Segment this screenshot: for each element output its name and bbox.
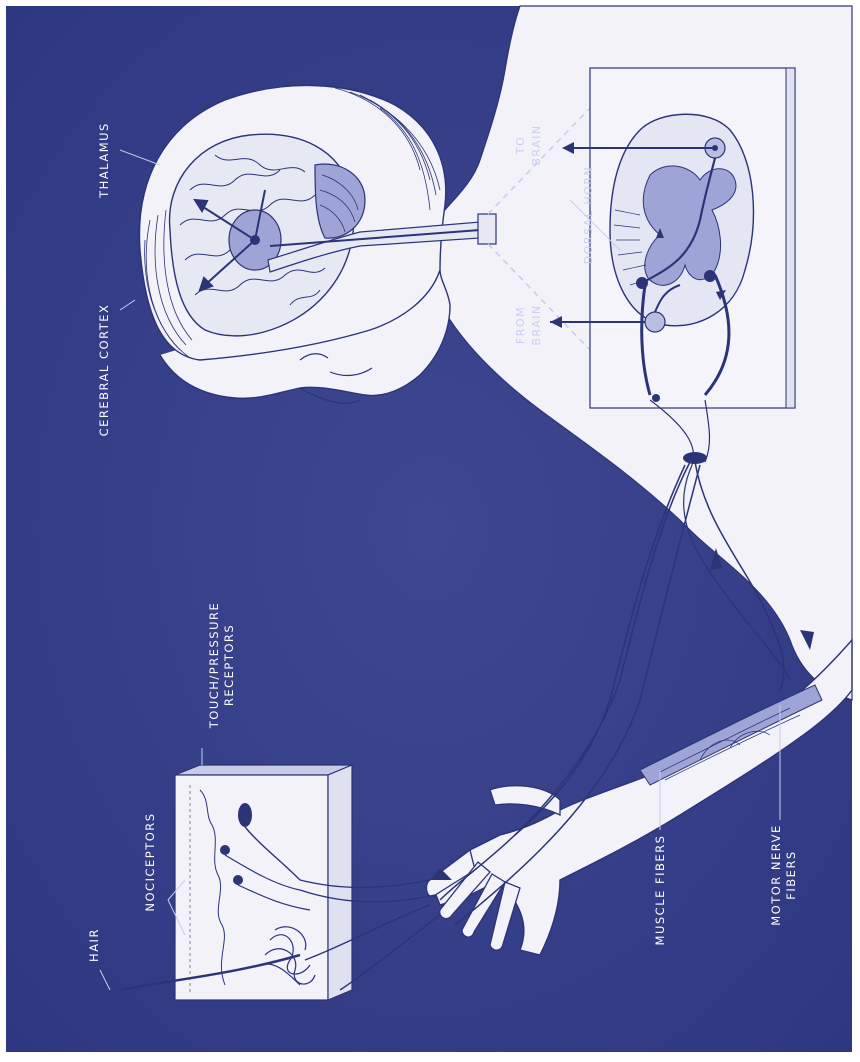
label-to-brain-2: BRAIN [530,124,543,165]
label-to-brain-1: TO [514,136,527,155]
label-motor-nerve-2: FIBERS [784,850,798,899]
label-touch-pressure-2: RECEPTORS [222,624,236,706]
label-dorsal-horn: DORSAL HORN [582,166,595,264]
neck-cord-segment [478,214,496,244]
label-muscle-fibers: MUSCLE FIBERS [653,835,667,946]
label-cerebral-cortex: CEREBRAL CORTEX [97,304,111,437]
label-nociceptors: NOCICEPTORS [143,812,157,911]
label-touch-pressure-1: TOUCH/PRESSURE [207,602,221,730]
label-from-brain-2: BRAIN [530,304,543,345]
label-from-brain-1: FROM [514,306,527,344]
label-hair: HAIR [87,928,101,962]
label-motor-nerve-1: MOTOR NERVE [769,824,783,926]
label-thalamus: THALAMUS [97,122,111,199]
